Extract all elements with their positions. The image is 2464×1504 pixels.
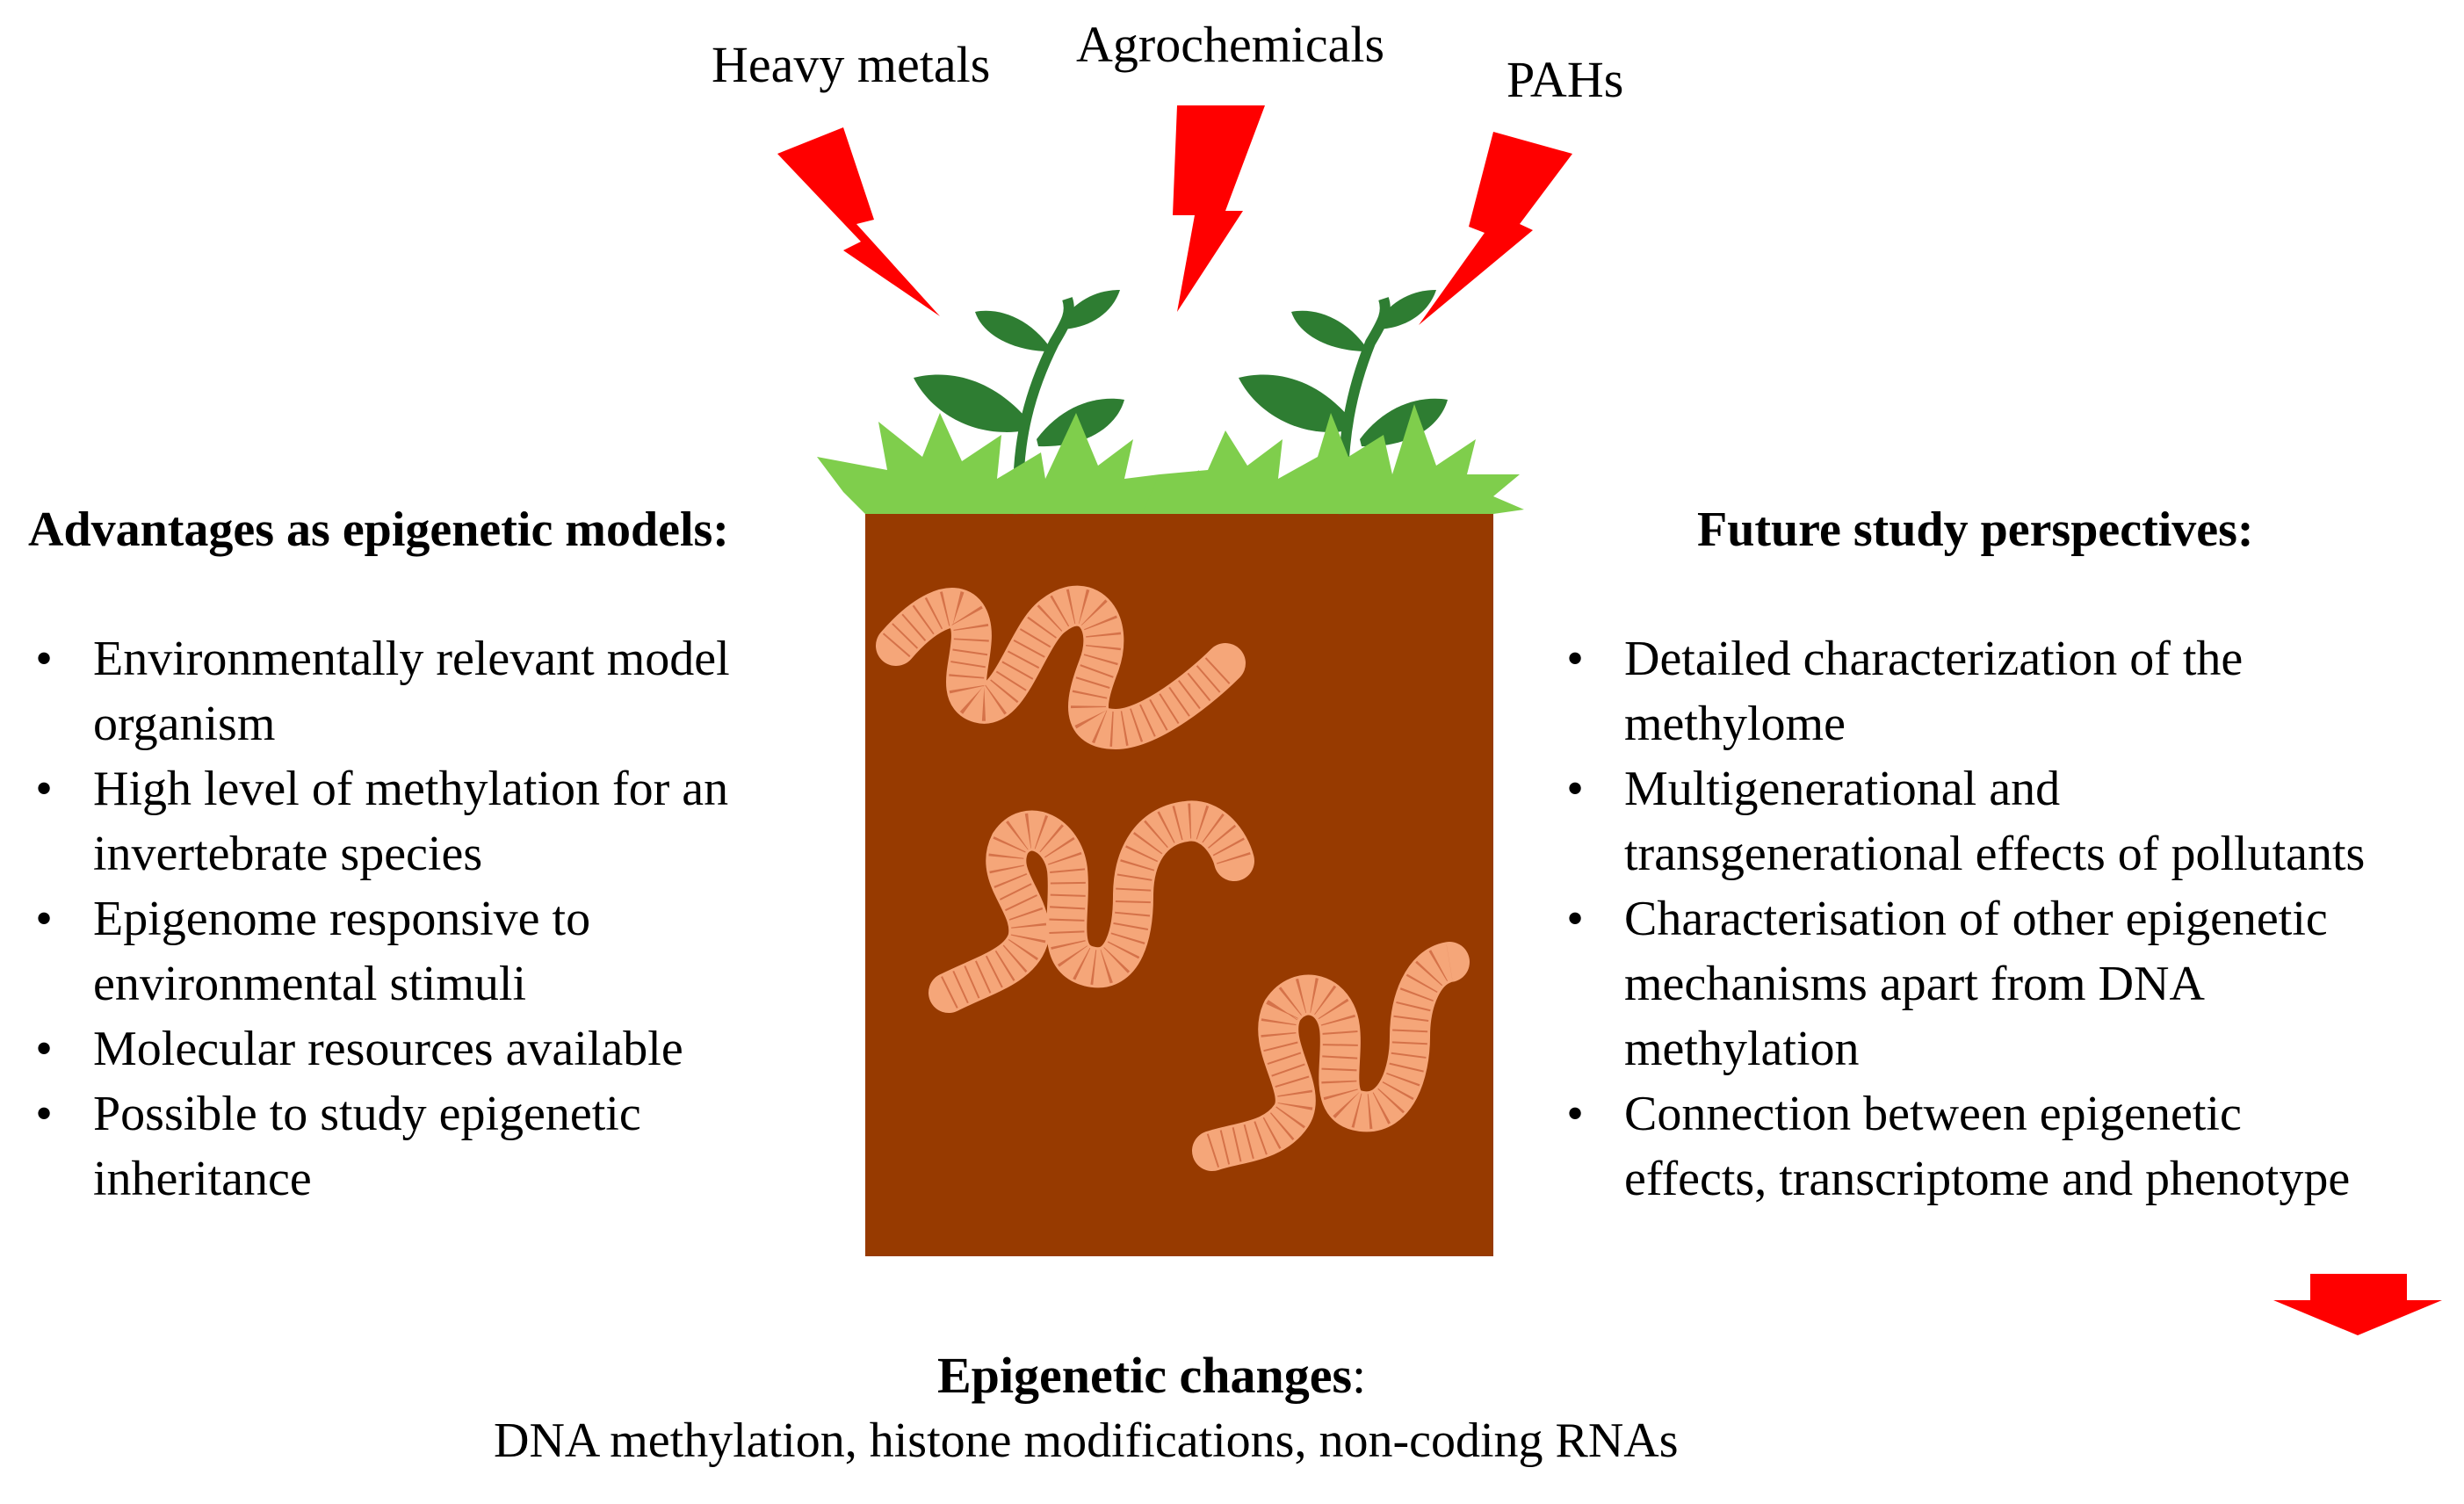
list-item: • Detailed characterization of the methylo… <box>1557 626 2445 756</box>
lightning-bolt-icon <box>1173 105 1265 312</box>
list-item: • Characterisation of other epigenetic mec… <box>1557 886 2445 1081</box>
epigenetic-changes-colon: : <box>1352 1347 1367 1404</box>
grass <box>1142 404 1524 514</box>
list-item-line: Epigenome responsive to <box>93 892 591 946</box>
plant-icon <box>914 290 1124 515</box>
earthworm-icon <box>876 585 1246 750</box>
grass <box>817 413 1221 514</box>
list-item-line: Characterisation of other epigenetic <box>1624 892 2328 946</box>
list-item-line: Multigenerational and <box>1624 762 2061 816</box>
list-item: • Molecular resources available <box>26 1016 817 1081</box>
bullet-icon: • <box>35 1022 53 1076</box>
label-agrochemicals: Agrochemicals <box>1076 16 1385 73</box>
list-item: • Environmentally relevant model organism <box>26 626 817 756</box>
label-pahs: PAHs <box>1507 51 1624 108</box>
advantages-heading: Advantages as epigenetic models: <box>28 503 729 557</box>
bullet-icon: • <box>1566 762 1584 816</box>
earthworm-icon <box>1192 942 1470 1171</box>
list-item-line: transgenerational effects of pollutants <box>1624 827 2366 881</box>
list-item: • Possible to study epigenetic inheritance <box>26 1081 817 1211</box>
lightning-bolt-icon <box>777 127 940 316</box>
future-perspectives-heading: Future study perspectives: <box>1697 503 2254 557</box>
list-item-line: Detailed characterization of the <box>1624 632 2244 686</box>
down-arrow-icon <box>2273 1274 2442 1335</box>
list-item-line: Environmentally relevant model <box>93 632 730 686</box>
list-item-line: organism <box>93 697 276 751</box>
bullet-icon: • <box>35 892 53 946</box>
list-item: • Multigenerational and transgenerational … <box>1557 756 2445 886</box>
list-item-line: mechanisms apart from DNA <box>1624 957 2205 1011</box>
list-item-line: inheritance <box>93 1152 312 1206</box>
epigenetic-changes-heading: Epigenetic changes <box>937 1347 1353 1404</box>
list-item-line: methylation <box>1624 1022 1860 1076</box>
epigenetic-changes-details: DNA methylation, histone modifications, … <box>494 1414 1679 1468</box>
list-item-line: Connection between epigenetic <box>1624 1087 2242 1141</box>
bullet-icon: • <box>1566 892 1584 946</box>
earthworm-icon <box>929 800 1254 1013</box>
future-perspectives-list: • Detailed characterization of the methylo… <box>1557 626 2445 1211</box>
list-item-line: environmental stimuli <box>93 957 527 1011</box>
bullet-icon: • <box>1566 632 1584 686</box>
lightning-bolt-icon <box>1419 132 1572 325</box>
bullet-icon: • <box>35 632 53 686</box>
bullet-icon: • <box>35 762 53 816</box>
list-item-line: methylome <box>1624 697 1846 751</box>
list-item: • High level of methylation for an inverte… <box>26 756 817 886</box>
bullet-icon: • <box>35 1087 53 1141</box>
bullet-icon: • <box>1566 1087 1584 1141</box>
plant-icon <box>1239 290 1448 515</box>
epigenetic-changes-title: Epigenetic changes: <box>937 1350 1366 1401</box>
list-item-line: Possible to study epigenetic <box>93 1087 641 1141</box>
list-item: • Epigenome responsive to environmental st… <box>26 886 817 1016</box>
list-item: • Connection between epigenetic effects, t… <box>1557 1081 2445 1211</box>
list-item-line: High level of methylation for an <box>93 762 729 816</box>
list-item-line: invertebrate species <box>93 827 483 881</box>
list-item-line: effects, transcriptome and phenotype <box>1624 1152 2351 1206</box>
label-heavy-metals: Heavy metals <box>712 36 991 93</box>
list-item-line: Molecular resources available <box>93 1022 683 1076</box>
